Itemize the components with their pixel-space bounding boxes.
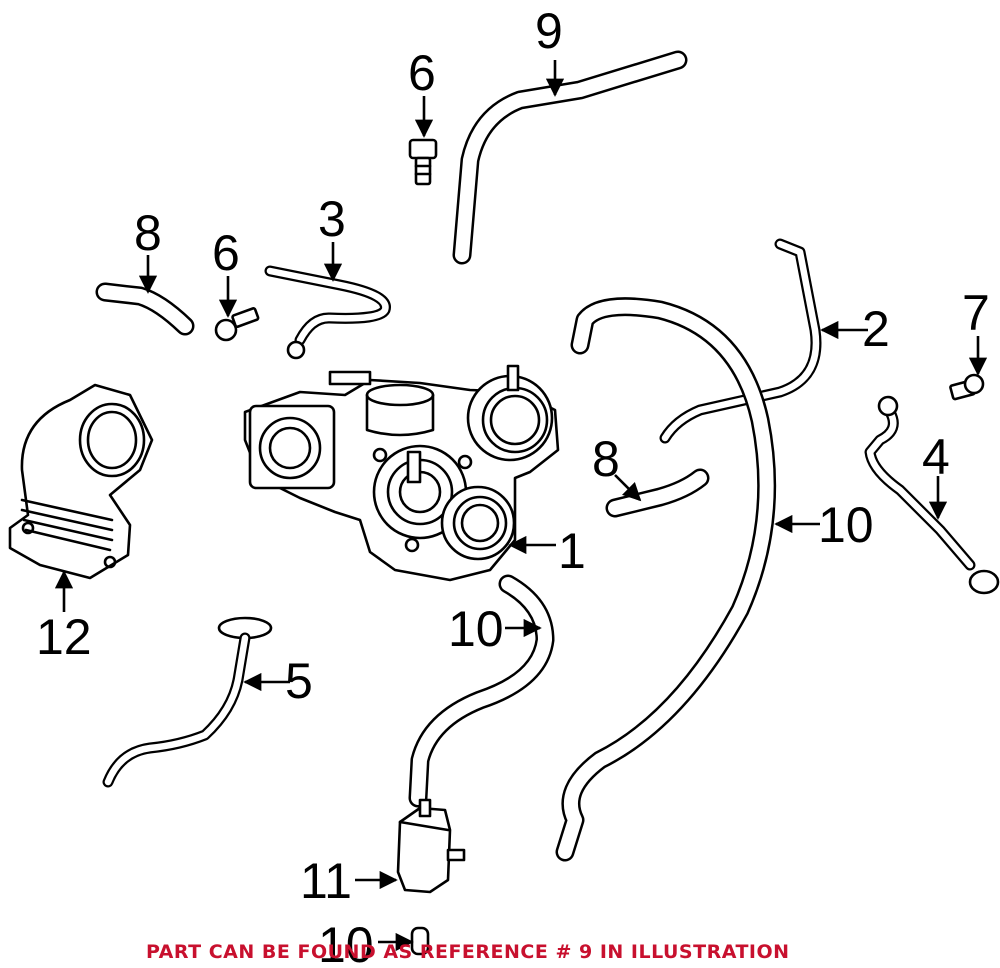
reference-notice: PART CAN BE FOUND AS REFERENCE # 9 IN IL… bbox=[146, 941, 790, 963]
part-6-bolt-top[interactable] bbox=[408, 138, 438, 186]
callout-5: 5 bbox=[285, 653, 313, 709]
callout-8-center: 8 bbox=[592, 431, 620, 487]
callout-10-bottom: 10 bbox=[318, 917, 374, 968]
part-5-oil-line[interactable] bbox=[102, 616, 273, 788]
part-8-hose-left[interactable] bbox=[95, 282, 195, 336]
callout-7: 7 bbox=[962, 285, 990, 341]
callout-4: 4 bbox=[922, 429, 950, 485]
part-1-turbocharger[interactable] bbox=[243, 364, 560, 582]
part-10-hose-middle[interactable] bbox=[408, 574, 555, 808]
part-2-line[interactable] bbox=[659, 238, 822, 444]
callout-8-left: 8 bbox=[134, 205, 162, 261]
part-4-line[interactable] bbox=[864, 395, 1000, 595]
callout-12: 12 bbox=[36, 609, 92, 665]
part-10-hose-large[interactable] bbox=[555, 297, 777, 862]
part-11-solenoid[interactable] bbox=[396, 798, 466, 894]
callout-1: 1 bbox=[558, 523, 586, 579]
part-3-line[interactable] bbox=[264, 265, 391, 360]
callout-3: 3 bbox=[318, 191, 346, 247]
part-6-bolt-left[interactable] bbox=[214, 307, 260, 342]
part-12-elbow[interactable] bbox=[8, 383, 154, 580]
part-8-hose-center[interactable] bbox=[605, 468, 710, 518]
callout-6-top: 6 bbox=[408, 45, 436, 101]
callout-11: 11 bbox=[300, 853, 352, 909]
part-7-bolt[interactable] bbox=[949, 373, 985, 401]
callout-9: 9 bbox=[535, 3, 563, 59]
callout-6-left: 6 bbox=[212, 225, 240, 281]
callout-10-middle: 10 bbox=[448, 601, 504, 657]
callout-10-right: 10 bbox=[818, 497, 874, 553]
callout-2: 2 bbox=[862, 301, 890, 357]
part-9-hose[interactable] bbox=[452, 50, 688, 265]
